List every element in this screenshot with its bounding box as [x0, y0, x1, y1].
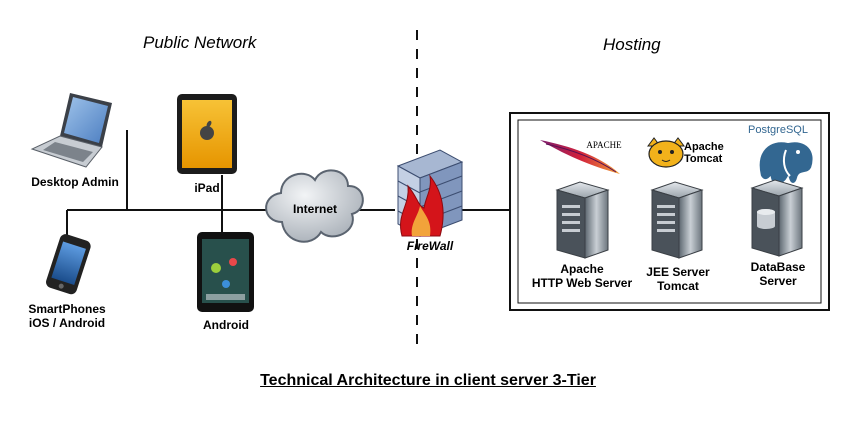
tomcat-logo-line2: Tomcat — [684, 153, 723, 165]
tomcat-icon — [647, 137, 685, 168]
laptop-icon — [30, 93, 112, 168]
postgresql-logo-text: PostgreSQL — [748, 124, 808, 136]
database-server-icon — [750, 179, 804, 257]
jee-server-icon — [650, 181, 704, 259]
ipad-label: iPad — [194, 181, 220, 195]
database-server-label-line1: DataBase — [750, 260, 806, 274]
database-server-label-line2: Server — [759, 274, 797, 288]
web-server-label-line1: Apache — [560, 262, 604, 276]
diagram-caption: Technical Architecture in client server … — [260, 372, 596, 389]
android-tablet-icon — [197, 232, 254, 312]
smartphones-label-line2: iOS / Android — [28, 316, 106, 330]
android-label: Android — [203, 318, 249, 332]
web-server-icon — [555, 181, 610, 259]
jee-server-label-line1: JEE Server — [646, 265, 710, 279]
internet-cloud-icon — [265, 169, 364, 243]
jee-server-label: JEE Server Tomcat — [636, 265, 720, 293]
tomcat-logo-line1: Apache — [684, 141, 724, 153]
apache-feather-icon — [540, 140, 620, 174]
smartphones-label: SmartPhones iOS / Android — [14, 302, 120, 330]
firewall-icon — [396, 149, 464, 237]
firewall-label: FireWall — [406, 239, 454, 253]
smartphone-icon — [46, 234, 91, 295]
apache-logo-text: APACHE — [586, 140, 622, 150]
tomcat-logo-text: Apache Tomcat — [684, 141, 728, 165]
desktop-admin-label: Desktop Admin — [31, 175, 119, 189]
smartphones-label-line1: SmartPhones — [28, 302, 106, 316]
public-network-heading: Public Network — [143, 33, 257, 52]
web-server-label: Apache HTTP Web Server — [528, 262, 636, 290]
internet-label: Internet — [292, 202, 337, 216]
hosting-heading: Hosting — [603, 35, 661, 54]
ipad-icon — [177, 94, 237, 174]
postgresql-elephant-icon — [757, 140, 815, 186]
database-server-label: DataBase Server — [740, 260, 816, 288]
web-server-label-line2: HTTP Web Server — [531, 276, 633, 290]
jee-server-label-line2: Tomcat — [657, 279, 699, 293]
